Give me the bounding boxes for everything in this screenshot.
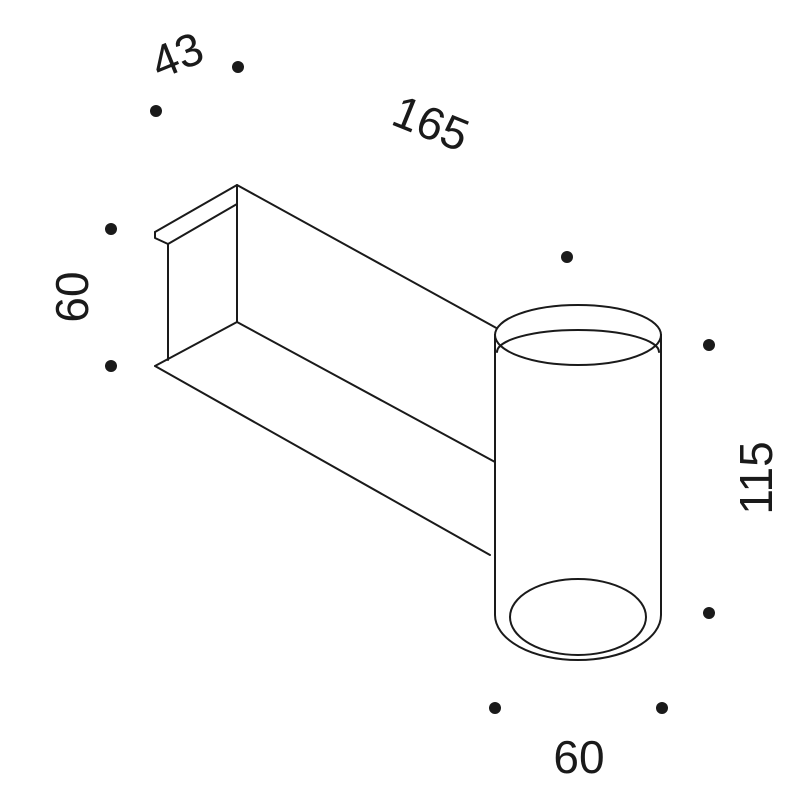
dimension-cylinder-height: 115 — [730, 441, 782, 514]
dimension-depth: 43 — [144, 21, 211, 88]
cylinder-spotlight — [494, 304, 662, 661]
dimension-diameter: 60 — [553, 731, 604, 783]
dimension-length: 165 — [386, 85, 477, 162]
track-adapter-body — [154, 184, 501, 556]
dimension-dots — [105, 61, 715, 714]
dimension-mount-height: 60 — [46, 271, 98, 322]
